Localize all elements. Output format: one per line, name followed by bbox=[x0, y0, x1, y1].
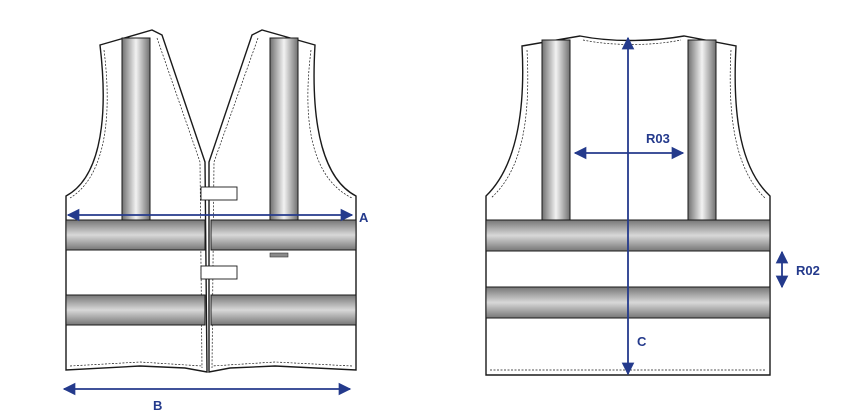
front-lower-band-left bbox=[65, 294, 206, 326]
back-stitching bbox=[490, 39, 766, 371]
dimension-r03-label: R03 bbox=[646, 131, 670, 146]
dimension-c-label: C bbox=[637, 334, 647, 349]
closure-tab-upper bbox=[200, 186, 238, 201]
front-stitching bbox=[69, 37, 353, 369]
label-tag bbox=[269, 252, 289, 258]
dimension-a-label: A bbox=[359, 210, 369, 225]
dimension-r02-label: R02 bbox=[796, 263, 820, 278]
front-lower-band-right bbox=[210, 294, 357, 326]
dimension-b-label: B bbox=[153, 398, 162, 413]
front-vest bbox=[65, 29, 357, 373]
back-left-strap bbox=[541, 39, 571, 221]
front-right-strap bbox=[269, 37, 299, 221]
front-dimensions: A B bbox=[62, 208, 369, 413]
closure-tab-lower bbox=[200, 265, 238, 280]
back-dimensions: C R03 R02 bbox=[573, 36, 820, 376]
front-left-strap bbox=[121, 37, 151, 221]
front-upper-band-left bbox=[65, 219, 206, 251]
back-right-strap bbox=[687, 39, 717, 221]
front-upper-band-right bbox=[210, 219, 357, 251]
